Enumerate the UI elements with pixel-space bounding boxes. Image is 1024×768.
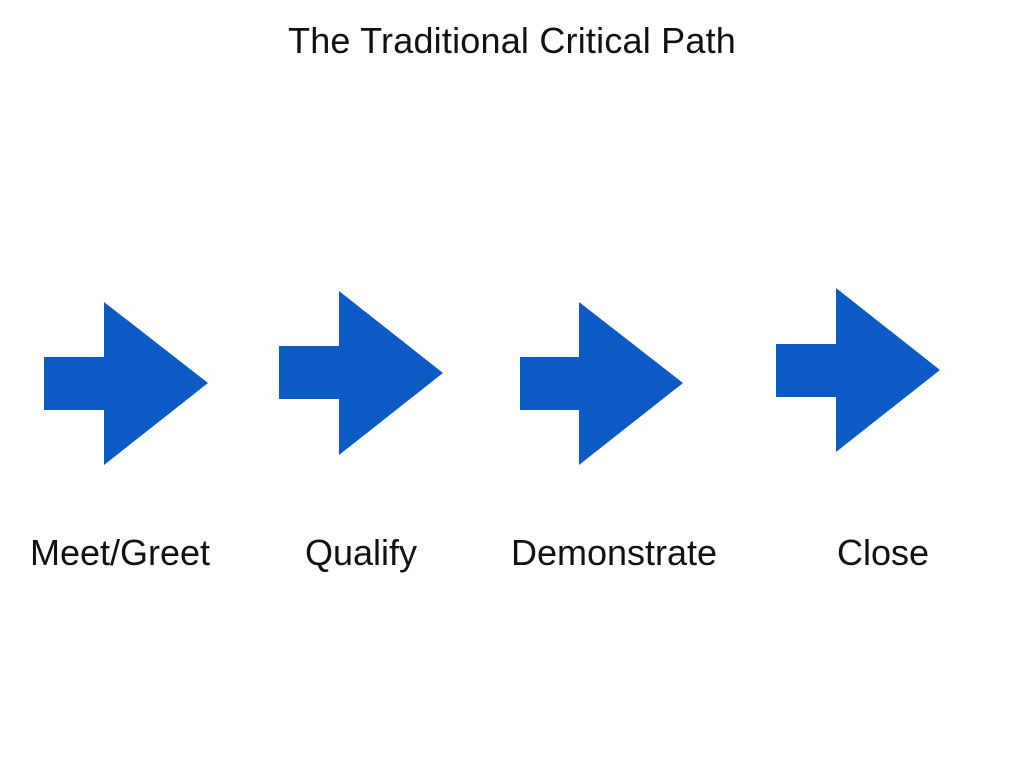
step-label-demonstrate: Demonstrate xyxy=(510,532,718,573)
arrow-icon-step-1 xyxy=(44,302,208,465)
arrow-icon-step-3 xyxy=(520,302,683,465)
step-label-meet-greet: Meet/Greet xyxy=(29,532,211,573)
arrow-icon-step-4 xyxy=(776,288,940,452)
step-label-close: Close xyxy=(836,532,930,573)
slide-title: The Traditional Critical Path xyxy=(288,20,736,61)
arrow-icon-step-2 xyxy=(279,291,443,455)
step-label-qualify: Qualify xyxy=(304,532,418,573)
